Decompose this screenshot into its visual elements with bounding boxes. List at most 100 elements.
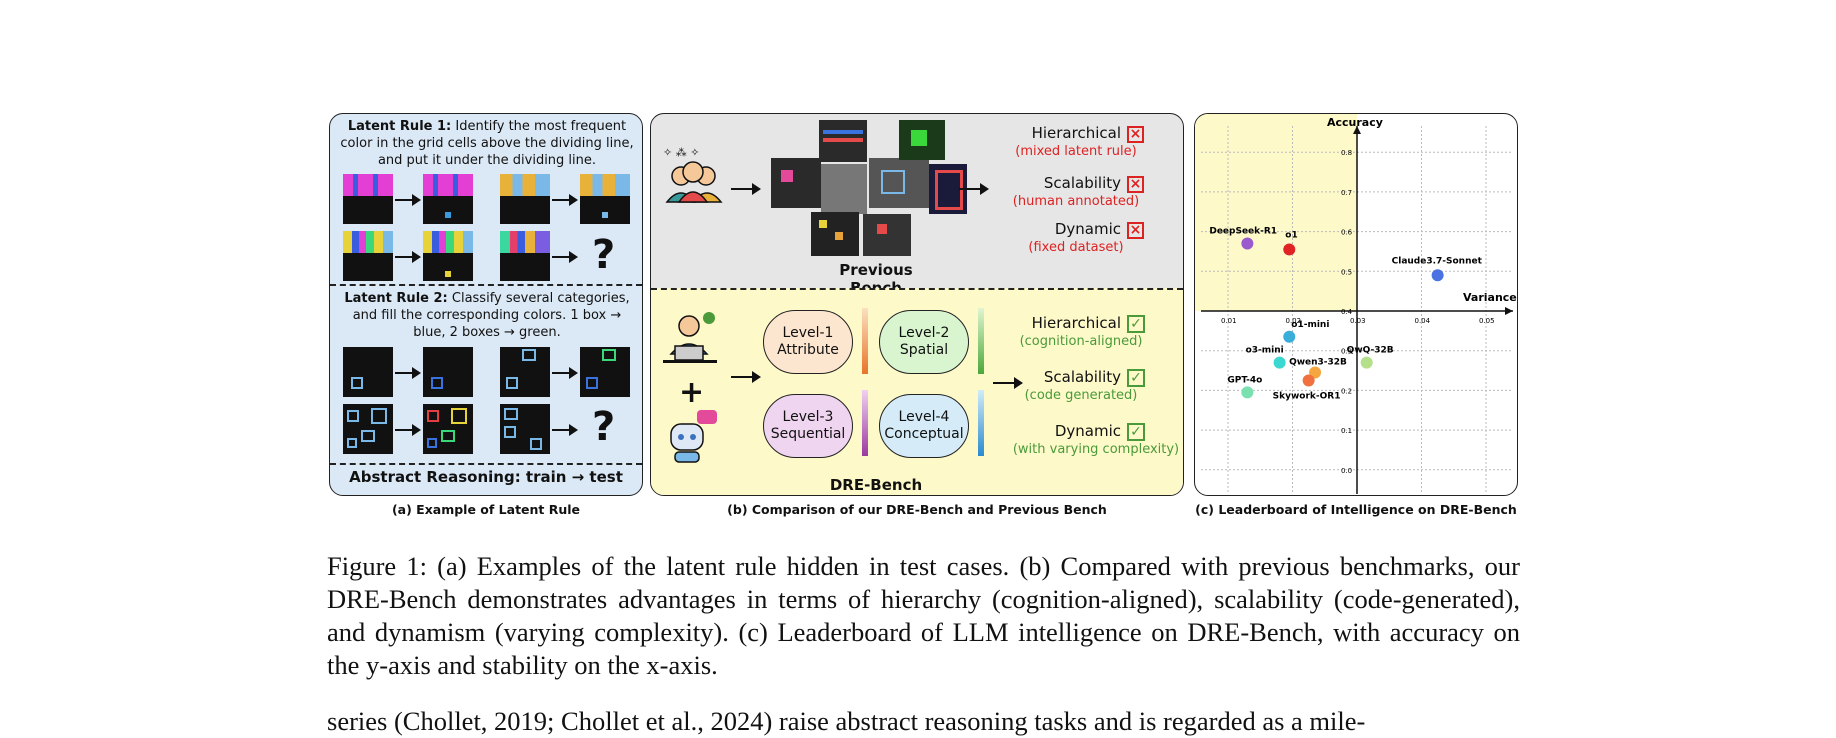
highlight-region	[1195, 114, 1357, 311]
grid-tile	[821, 164, 867, 214]
arrow	[395, 424, 421, 436]
x-axis-label: Variance	[1463, 291, 1517, 304]
caption-a: (a) Example of Latent Rule	[391, 502, 581, 517]
arrow	[731, 183, 761, 195]
level-4-arrow	[978, 390, 984, 456]
data-point	[1241, 386, 1254, 399]
x-tick-label: 0.02	[1286, 317, 1302, 325]
arrow	[395, 194, 421, 206]
rule1-label: Latent Rule 1:	[347, 119, 452, 134]
grid-r1-output-3	[423, 231, 473, 281]
grid-r2-input-2	[500, 347, 550, 397]
cross-icon: ×	[1127, 222, 1144, 239]
grid-r1-input-1	[343, 174, 393, 224]
grid-tile	[929, 164, 967, 214]
prev-scalability-sub: (human annotated)	[1012, 194, 1140, 209]
grid-r2-input-3	[343, 404, 393, 454]
question-mark: ?	[592, 404, 616, 450]
y-tick-label: 0.3	[1341, 348, 1352, 356]
panel-latent-rule: Latent Rule 1: Identify the most frequen…	[329, 113, 643, 496]
dre-dynamic-title: Dynamic	[1054, 422, 1121, 440]
data-point-label: GPT-4o	[1227, 375, 1262, 385]
cross-icon: ×	[1127, 126, 1144, 143]
prev-hierarchical-sub: (mixed latent rule)	[1015, 144, 1137, 159]
rule2-text: Latent Rule 2: Classify several categori…	[338, 290, 636, 341]
prev-dynamic-title: Dynamic	[1054, 220, 1121, 238]
data-point	[1283, 243, 1296, 256]
data-point-label: o1-mini	[1291, 320, 1329, 330]
data-point-label: Claude3.7-Sonnet	[1392, 256, 1483, 266]
grid-r1-input-2	[500, 174, 550, 224]
arrow	[993, 377, 1023, 389]
plus-sign: +	[679, 375, 705, 410]
y-tick-label: 0.5	[1341, 268, 1352, 276]
abstract-reasoning-label: Abstract Reasoning: train → test	[349, 468, 623, 486]
grid-tile	[869, 158, 929, 208]
level-1-label: Level-1	[782, 325, 834, 341]
y-tick-label: 0.4	[1341, 308, 1353, 316]
level-3-label: Level-3	[782, 409, 834, 425]
level-4-type: Conceptual	[884, 426, 964, 442]
dre-dynamic-sub: (with varying complexity)	[1012, 442, 1180, 457]
data-point-label: o1	[1285, 230, 1297, 240]
data-point-label: Qwen3-32B	[1289, 358, 1347, 368]
arrow	[552, 424, 578, 436]
arrow	[959, 183, 989, 195]
data-point	[1273, 356, 1286, 369]
robot-icon	[670, 410, 717, 463]
grid-tile	[811, 212, 859, 256]
caption-b: (b) Comparison of our DRE-Bench and Prev…	[727, 502, 1107, 517]
cross-icon: ×	[1127, 176, 1144, 193]
x-tick-label: 0.05	[1479, 317, 1495, 325]
level-2-type: Spatial	[899, 342, 949, 358]
grid-r2-output-1	[423, 347, 473, 397]
prev-hierarchical-title: Hierarchical	[1031, 124, 1121, 142]
data-point-label: o3-mini	[1246, 346, 1284, 356]
data-point	[1309, 366, 1322, 379]
developer-icon	[663, 312, 717, 363]
dre-bench-title: DRE-Bench	[829, 476, 923, 494]
grid-r1-output-1	[423, 174, 473, 224]
data-point-label: QwQ-32B	[1347, 346, 1394, 356]
level-3-type: Sequential	[770, 426, 846, 442]
level-2-label: Level-2	[898, 325, 950, 341]
grid-tile	[819, 120, 867, 162]
level-1-arrow	[862, 308, 868, 374]
x-tick-label: 0.04	[1415, 317, 1431, 325]
rule2-description: Classify several categories, and fill th…	[352, 291, 630, 340]
level-4-label: Level-4	[898, 409, 950, 425]
arrow	[552, 194, 578, 206]
rule1-text: Latent Rule 1: Identify the most frequen…	[338, 118, 636, 169]
data-point	[1360, 356, 1373, 369]
grid-r1-input-3	[343, 231, 393, 281]
prev-scalability-title: Scalability	[1043, 174, 1121, 192]
y-tick-label: 0.6	[1341, 229, 1353, 237]
dre-hierarchical-sub: (cognition-aligned)	[1019, 334, 1143, 349]
check-icon: ✓	[1127, 423, 1145, 441]
grid-tile	[863, 214, 911, 256]
y-axis-label: Accuracy	[1327, 116, 1383, 129]
grid-r2-input-1	[343, 347, 393, 397]
level-3-arrow	[862, 390, 868, 456]
data-point-label: DeepSeek-R1	[1209, 227, 1277, 237]
dre-hierarchical-title: Hierarchical	[1031, 314, 1121, 332]
data-point-label: Skywork-OR1	[1273, 391, 1341, 401]
level-2-arrow	[978, 308, 984, 374]
rule2-label: Latent Rule 2:	[344, 291, 448, 306]
data-point	[1241, 237, 1254, 250]
y-tick-label: 0.7	[1341, 189, 1352, 197]
check-icon: ✓	[1127, 369, 1145, 387]
level-1-type: Attribute	[777, 342, 839, 358]
divider	[330, 463, 642, 465]
divider	[330, 284, 642, 286]
y-tick-label: 0.0	[1341, 467, 1352, 475]
grid-tile	[771, 158, 821, 208]
rule1-description: Identify the most frequent color in the …	[340, 119, 634, 168]
y-tick-label: 0.1	[1341, 427, 1352, 435]
y-axis-arrowhead	[1353, 126, 1361, 134]
